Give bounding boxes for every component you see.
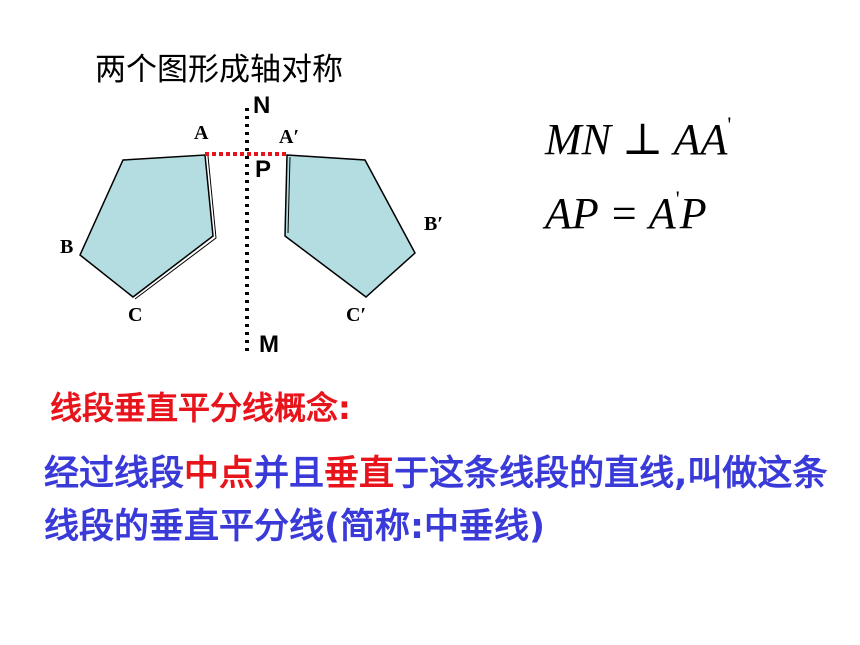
formula-1-text: MN ⊥ AA [545,115,728,164]
label-c-prime: C′ [346,304,366,326]
definition-highlight-perpendicular: 垂直 [324,454,395,494]
label-b-prime: B′ [424,213,443,235]
definition-part-1: 经过线段 [44,454,185,494]
formula-1-prime: ' [727,112,732,137]
definition-highlight-midpoint: 中点 [184,454,255,494]
label-p: P [255,156,271,183]
label-a: A [194,122,209,144]
label-a-prime: A′ [279,126,299,148]
formula-2-left: AP = A [545,189,676,238]
label-b: B [60,236,73,258]
left-pentagon-shadow [134,155,217,300]
label-c: C [128,304,142,326]
left-pentagon [79,154,214,298]
concept-definition: 经过线段中点并且垂直于这条线段的直线,叫做这条线段的垂直平分线(简称:中垂线) [44,448,834,554]
formula-equal-distance: AP = A'P [545,186,707,239]
concept-heading: 线段垂直平分线概念: [50,389,351,427]
formula-perpendicular: MN ⊥ AA' [545,112,731,165]
right-pentagon [284,154,416,298]
label-n: N [253,92,270,119]
right-pentagon-shadow [287,156,291,234]
label-m: M [259,331,279,358]
formula-2-right: P [679,189,707,238]
definition-part-3: 于这条线段的直线,叫做这条线段的垂直平分线(简称:中垂线) [44,454,828,547]
definition-part-2: 并且 [254,454,325,494]
slide-title: 两个图形成轴对称 [95,52,343,88]
formula-2-prime: ' [675,186,680,211]
